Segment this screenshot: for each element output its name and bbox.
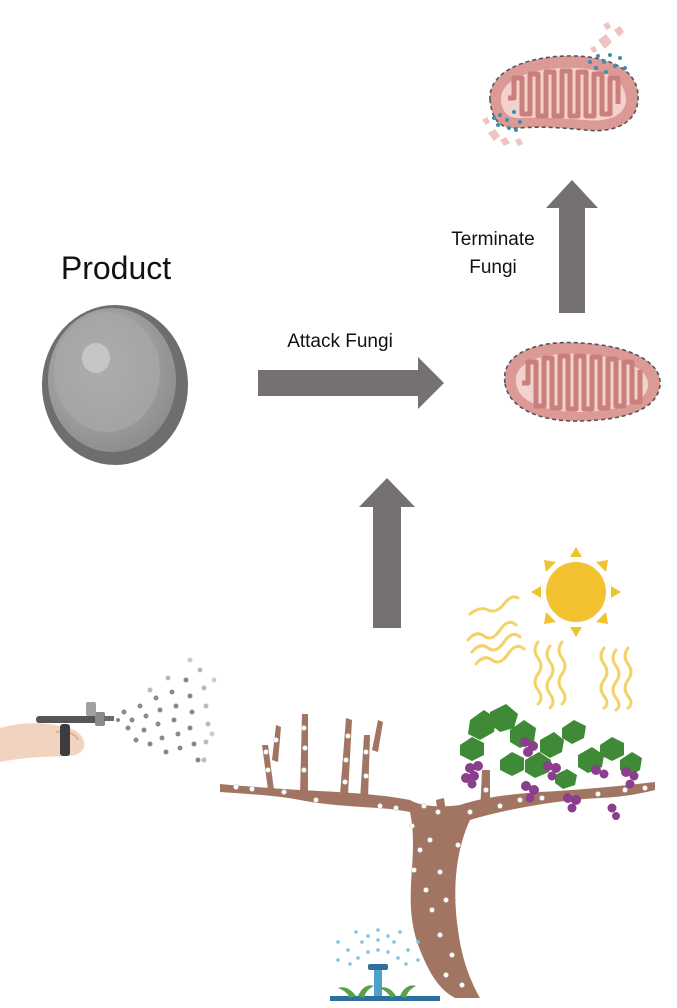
up-arrow-icon — [546, 180, 598, 313]
sun-icon — [531, 547, 621, 637]
up-arrow-icon-lower — [359, 478, 415, 628]
mitochondrion-icon — [504, 341, 661, 422]
terminate-label-line1: Terminate — [451, 229, 534, 250]
sphere-icon — [42, 305, 188, 465]
heat-wave-icon — [466, 595, 633, 712]
attack-fungi-label: Attack Fungi — [287, 331, 393, 352]
damaged-mitochondrion-icon — [482, 22, 639, 146]
terminate-label-line2: Fungi — [469, 257, 517, 278]
sprinkler-icon — [330, 928, 440, 1001]
airbrush-hand-icon — [0, 702, 114, 762]
product-label: Product — [61, 250, 171, 286]
right-arrow-icon — [258, 357, 444, 409]
grapevine-icon — [220, 704, 655, 998]
spray-particles — [116, 657, 217, 763]
